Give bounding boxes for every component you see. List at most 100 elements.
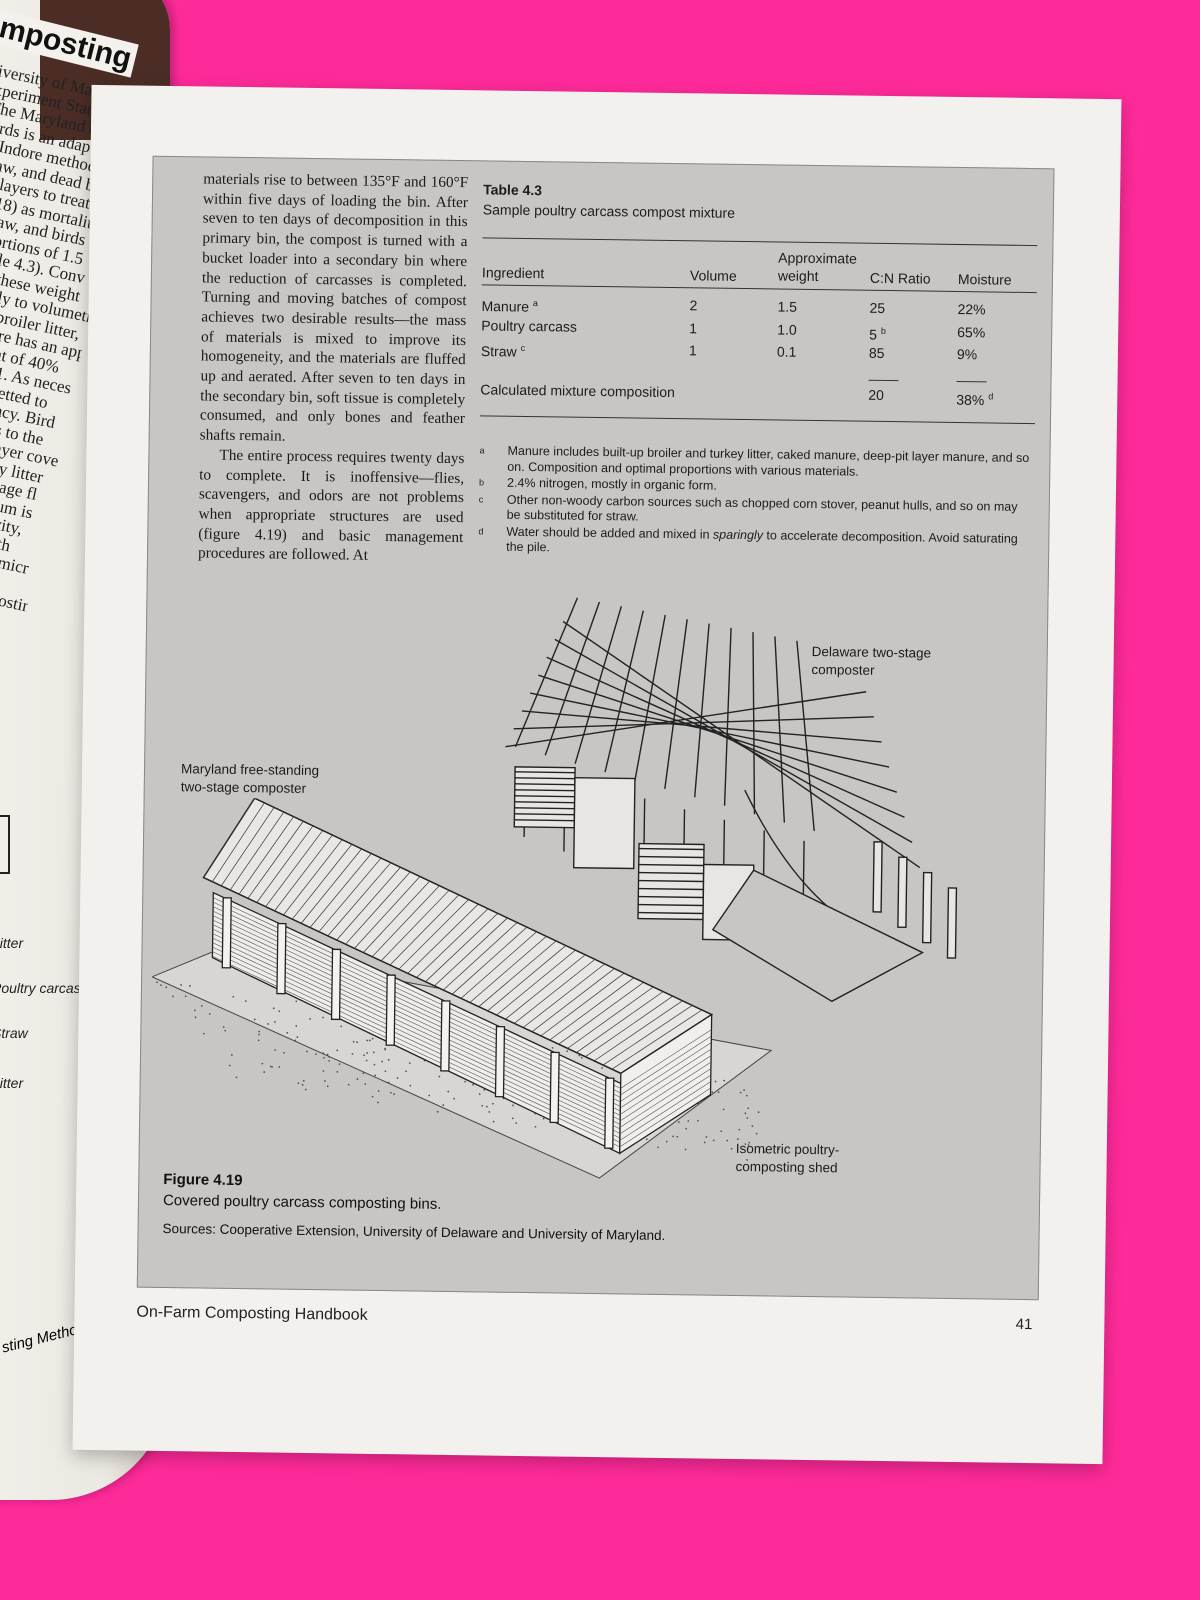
plank-line (515, 784, 575, 785)
gravel-dot (738, 1129, 740, 1131)
gravel-dot (328, 1060, 330, 1062)
gravel-dot (377, 1102, 379, 1104)
label-isometric-shed: Isometric poultry-composting shed (735, 1140, 865, 1178)
shed-post (332, 949, 341, 1019)
cell-moisture: 22% (957, 300, 1036, 324)
total-moisture: 38% (956, 392, 984, 408)
gravel-dot (274, 1049, 276, 1051)
rafter-line (750, 632, 757, 814)
gravel-dot (758, 1111, 760, 1113)
shed-post (441, 1001, 450, 1071)
shed-post (550, 1052, 559, 1122)
cell-weight: 0.1 (777, 343, 869, 367)
shed-post (222, 898, 231, 968)
cell-cn-note: b (881, 326, 886, 336)
gravel-dot (323, 1070, 325, 1072)
handbook-page: materials rise to between 135°F and 160°… (73, 85, 1122, 1464)
gravel-dot (357, 1078, 359, 1080)
note-text-part: Water should be added and mixed in (506, 524, 713, 541)
gravel-dot (364, 1083, 366, 1085)
gravel-dot (224, 1030, 226, 1032)
gravel-dot (305, 1089, 307, 1091)
gravel-dot (718, 1091, 720, 1093)
gravel-dot (297, 1082, 299, 1084)
gravel-dot (726, 1140, 728, 1142)
footer-book-title: On-Farm Composting Handbook (136, 1304, 367, 1325)
cell-ingredient: Manure (481, 298, 529, 315)
shed-post (495, 1027, 504, 1097)
sum-rule-cn (869, 380, 899, 381)
note-text-emphasis: sparingly (713, 527, 763, 542)
sum-rule-moisture (957, 381, 987, 382)
gravel-dot (258, 1039, 260, 1041)
table-header-row: Ingredient Volume Approximate weight C:N… (482, 238, 1038, 292)
gravel-dot (339, 1063, 341, 1065)
table-4-3: Table 4.3 Sample poultry carcass compost… (480, 181, 1038, 423)
note-key: a (479, 443, 507, 474)
gravel-dot (390, 1092, 392, 1094)
rafter-line (725, 628, 731, 806)
gravel-dot (203, 1033, 205, 1035)
gravel-dot (303, 1080, 305, 1082)
gravel-dot (165, 986, 167, 988)
plank-line (515, 796, 575, 797)
gravel-dot (676, 1136, 678, 1138)
figure-caption: Figure 4.19 Covered poultry carcass comp… (163, 1169, 442, 1215)
shed-post (605, 1078, 614, 1148)
cell-note: c (521, 343, 526, 353)
gravel-dot (156, 981, 158, 983)
gravel-dot (229, 1065, 231, 1067)
cell-weight: 1.5 (777, 297, 869, 321)
gravel-dot (306, 1051, 308, 1053)
table-notes: a Manure includes built-up broiler and t… (478, 443, 1035, 563)
body-paragraph-1: materials rise to between 135°F and 160°… (200, 169, 469, 449)
gravel-dot (209, 1013, 211, 1015)
gravel-dot (685, 1149, 687, 1151)
note-key: c (479, 492, 507, 523)
plank-line (515, 778, 575, 779)
gravel-dot (672, 1135, 674, 1137)
header-weight: Approximate weight (778, 242, 871, 290)
footer-page-number: 41 (1016, 1316, 1033, 1333)
table-body: Manure a 2 1.5 25 22% Poultry carcass 1 … (480, 285, 1037, 423)
rafter-line (515, 597, 577, 748)
plank-line (515, 790, 575, 791)
cell-cn: 25 (869, 300, 885, 316)
left-page-diagram-box (0, 815, 10, 874)
cell-volume: 1 (689, 319, 777, 343)
gravel-dot (194, 1009, 196, 1011)
gravel-dot (744, 1112, 746, 1114)
cell-ingredient: Poultry carcass (481, 317, 577, 334)
header-ingredient: Ingredient (482, 238, 691, 287)
rafter-line (772, 636, 787, 822)
gravel-dot (393, 1093, 395, 1095)
gravel-dot (666, 1141, 668, 1143)
cell-cn: 5 (869, 326, 877, 342)
gravel-dot (697, 1120, 699, 1122)
gravel-dot (327, 1085, 329, 1087)
gravel-dot (261, 1063, 263, 1065)
cell-ingredient: Straw (481, 343, 517, 359)
gravel-dot (713, 1139, 715, 1141)
gravel-dot (743, 1089, 745, 1091)
gravel-dot (747, 1107, 749, 1109)
gravel-dot (740, 1092, 742, 1094)
cell-note: a (533, 298, 538, 308)
label-delaware-composter: Delaware two-stage composter (811, 643, 951, 681)
gravel-dot (687, 1120, 689, 1122)
gravel-dot (172, 995, 174, 997)
gravel-dot (746, 1117, 748, 1119)
gravel-dot (223, 1026, 225, 1028)
total-moisture-note: d (988, 391, 993, 401)
table-note: d Water should be added and mixed in spa… (478, 524, 1033, 563)
gravel-dot (160, 984, 162, 986)
gravel-dot (263, 1071, 265, 1073)
gravel-dot (336, 1071, 338, 1073)
gravel-dot (756, 1133, 758, 1135)
gravel-dot (315, 1053, 317, 1055)
shaded-panel: materials rise to between 135°F and 160°… (137, 156, 1055, 1300)
gravel-dot (746, 1095, 748, 1097)
note-key: b (479, 475, 507, 491)
maryland-shed-illustration (149, 797, 784, 1186)
rafter-line (575, 606, 621, 765)
